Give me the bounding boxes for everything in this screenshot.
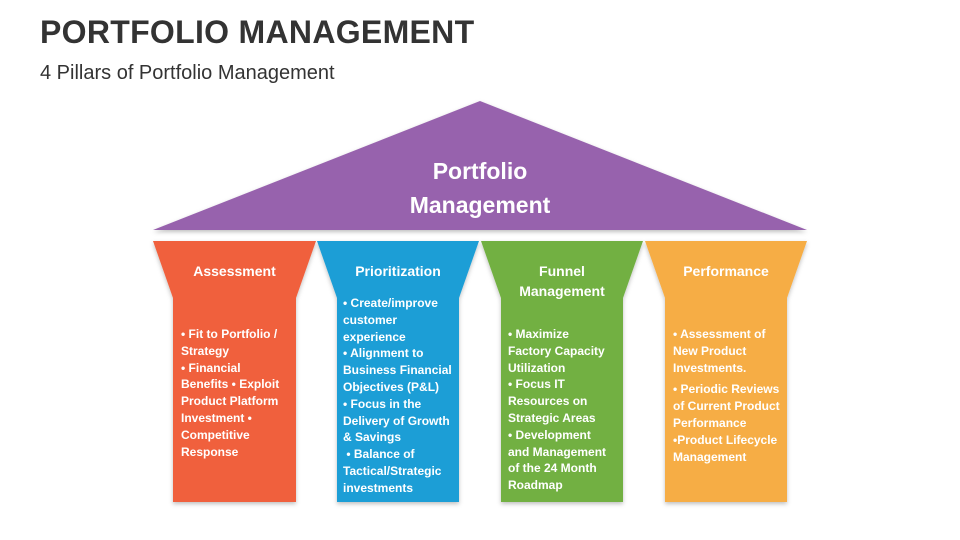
pillar-prioritization-title: Prioritization bbox=[355, 263, 441, 279]
list-item: investments bbox=[343, 480, 414, 495]
pillar-performance-text: • Assessment of New Product Investments.… bbox=[673, 326, 785, 465]
list-item: of the 24 Month bbox=[508, 461, 597, 476]
list-item: Investments. bbox=[673, 360, 747, 375]
roof-label: Portfolio Management bbox=[330, 154, 630, 222]
pillar-funnel-shape bbox=[481, 241, 643, 502]
list-item: & Savings bbox=[343, 430, 402, 445]
list-item: Investment • bbox=[181, 410, 252, 425]
list-item: • Fit to Portfolio / bbox=[181, 327, 278, 341]
pillar-performance-title: Performance bbox=[683, 263, 769, 279]
pillar-performance-shape bbox=[645, 241, 807, 502]
list-item: Factory Capacity bbox=[508, 343, 605, 358]
list-item: • Alignment to bbox=[343, 346, 424, 361]
list-item: • Focus in the bbox=[343, 396, 422, 411]
list-item: Product Platform bbox=[181, 394, 279, 409]
pillar-funnel-title-line2: Management bbox=[519, 283, 605, 299]
list-item: Performance bbox=[673, 415, 747, 430]
roof-triangle bbox=[153, 101, 807, 230]
list-item: and Management bbox=[508, 444, 607, 459]
list-item: Objectives (P&L) bbox=[343, 379, 440, 394]
pillar-assessment-shape bbox=[153, 241, 316, 502]
list-item: • Financial bbox=[181, 360, 241, 375]
roof-label-line1: Portfolio bbox=[432, 158, 528, 184]
list-item: Strategic Areas bbox=[508, 410, 596, 425]
list-item: • Periodic Reviews bbox=[673, 382, 780, 397]
list-item: Strategy bbox=[181, 343, 230, 358]
list-item: Management bbox=[673, 449, 747, 464]
pillar-prioritization-shape bbox=[317, 241, 479, 502]
list-item: Roadmap bbox=[508, 478, 563, 493]
list-item: Utilization bbox=[508, 360, 566, 375]
list-item: • Create/improve bbox=[343, 296, 438, 310]
list-item: Benefits • Exploit bbox=[181, 377, 280, 392]
roof-label-line2: Management bbox=[409, 192, 551, 218]
list-item: Business Financial bbox=[343, 363, 452, 378]
list-item: Competitive bbox=[181, 427, 250, 442]
list-item: of Current Product bbox=[673, 399, 780, 414]
list-item: • Assessment of bbox=[673, 327, 766, 341]
list-item: Response bbox=[181, 444, 239, 459]
pillar-prioritization-text: • Create/improve customer experience • A… bbox=[343, 295, 457, 497]
pillar-funnel-title-line1: Funnel bbox=[539, 263, 585, 279]
list-item: • Development bbox=[508, 427, 591, 442]
list-item: experience bbox=[343, 329, 406, 344]
list-item: •Product Lifecycle bbox=[673, 432, 778, 447]
slide-subtitle: 4 Pillars of Portfolio Management bbox=[40, 62, 335, 84]
pillar-funnel-title: Funnel Management bbox=[481, 261, 643, 301]
list-item: customer bbox=[343, 312, 398, 327]
pillar-assessment-text: • Fit to Portfolio / Strategy • Financia… bbox=[181, 326, 293, 460]
pillar-assessment-title: Assessment bbox=[193, 263, 276, 279]
list-item: Tactical/Strategic bbox=[343, 463, 442, 478]
list-item: • Focus IT bbox=[508, 377, 565, 392]
list-item: Delivery of Growth bbox=[343, 413, 450, 428]
pillar-funnel-text: • Maximize Factory Capacity Utilization … bbox=[508, 326, 620, 494]
list-item: New Product bbox=[673, 343, 747, 358]
list-item: Resources on bbox=[508, 394, 588, 409]
list-item: • Maximize bbox=[508, 327, 569, 341]
list-item: • Balance of bbox=[343, 447, 415, 462]
slide-title: PORTFOLIO MANAGEMENT bbox=[40, 14, 475, 50]
